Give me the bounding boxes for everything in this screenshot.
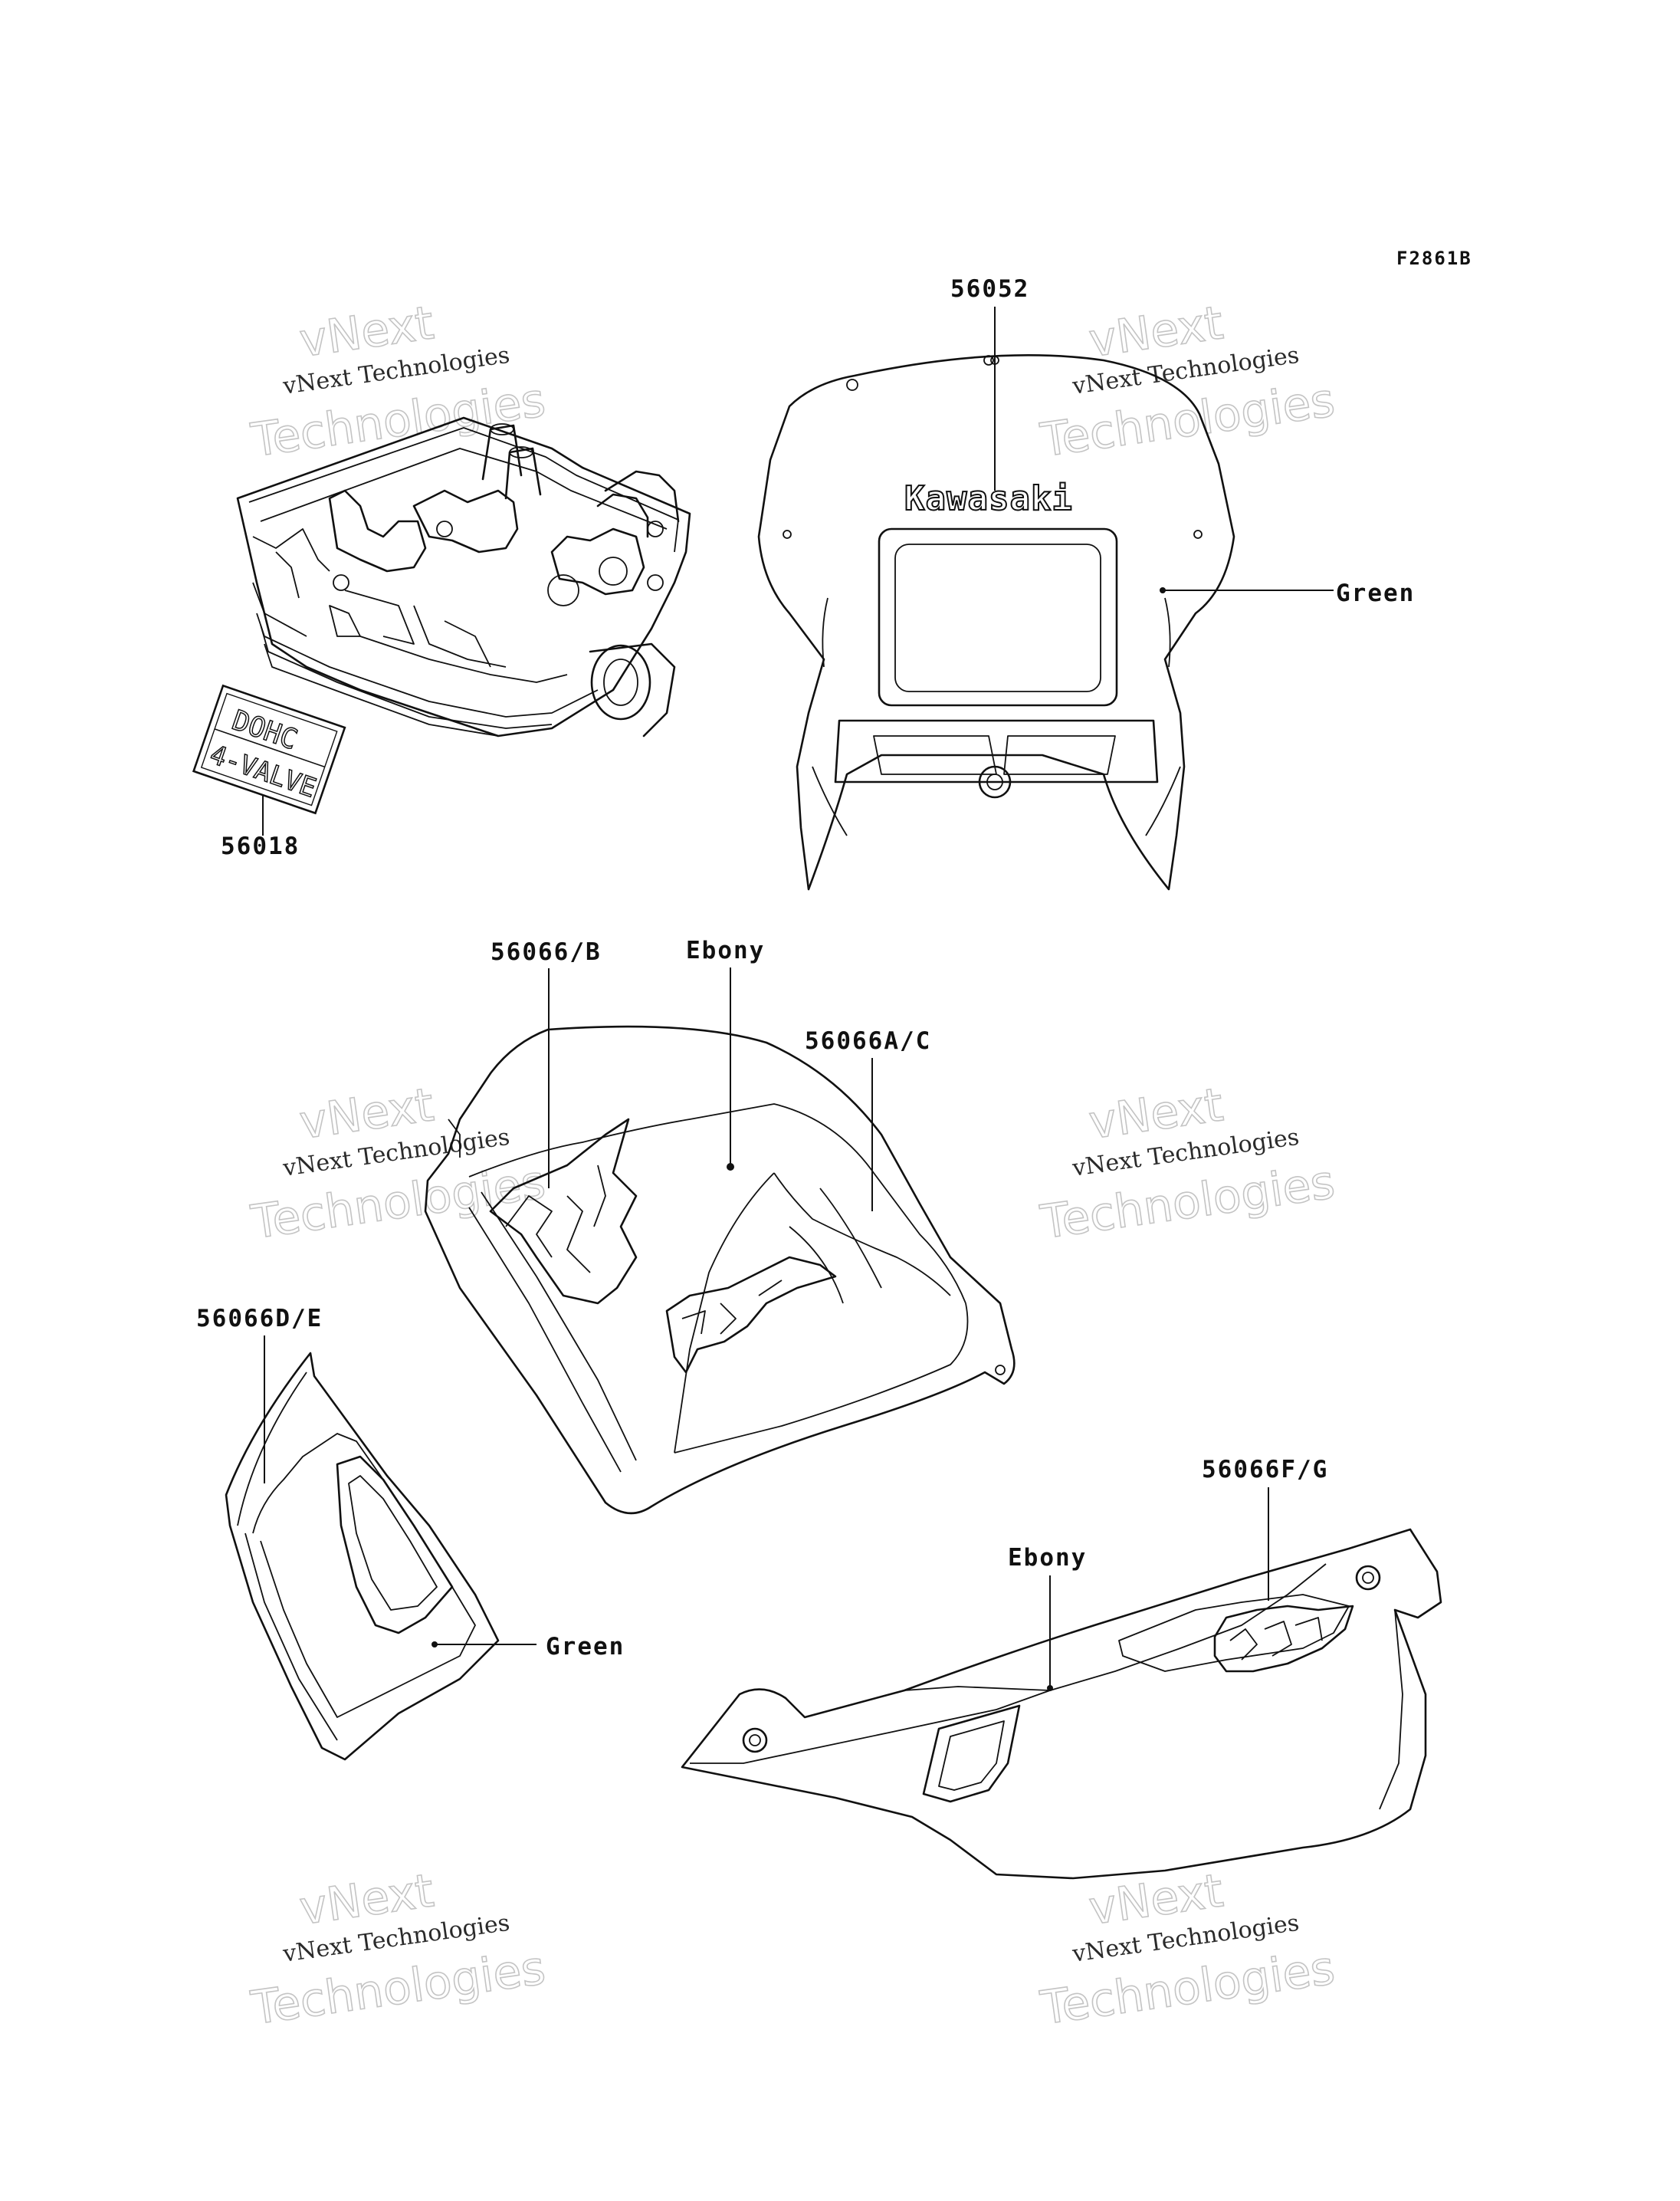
leader-ebony-side-dot bbox=[1047, 1685, 1053, 1691]
color-green-shroud: Green bbox=[546, 1633, 625, 1661]
side-cover-mount bbox=[742, 1727, 768, 1753]
headlight-lens bbox=[894, 544, 1101, 692]
mount-hole bbox=[983, 355, 994, 366]
color-ebony-tank: Ebony bbox=[686, 937, 765, 964]
side-cover-illustration bbox=[681, 1528, 1442, 1880]
radiator-shroud-illustration bbox=[225, 1352, 500, 1761]
leader-green-shroud-dot bbox=[431, 1641, 438, 1647]
headlight-frame bbox=[878, 527, 1118, 707]
part-number-56066a-c: 56066A/C bbox=[805, 1027, 931, 1055]
cylinder-head-illustration bbox=[236, 416, 691, 737]
part-number-56066-b: 56066/B bbox=[491, 938, 602, 966]
part-number-56018: 56018 bbox=[221, 833, 300, 860]
watermark-top-left: vNext vNext Technologies Technologies bbox=[247, 296, 549, 468]
watermark-bottom-left: vNext vNext Technologies Technologies bbox=[247, 1864, 549, 2036]
mount-hole bbox=[846, 379, 858, 391]
mount-hole bbox=[783, 530, 792, 539]
mount-hole bbox=[1193, 530, 1203, 539]
side-cover-mount bbox=[1355, 1565, 1381, 1591]
dohc-4-valve-decal: DOHC 4-VALVE bbox=[192, 684, 346, 815]
watermark-top-right: vNext vNext Technologies Technologies bbox=[1036, 296, 1338, 468]
decal-border bbox=[192, 684, 346, 815]
decal-divider bbox=[214, 728, 326, 768]
color-green-cowling: Green bbox=[1336, 580, 1415, 607]
center-bolt bbox=[978, 765, 1012, 799]
kawasaki-emblem: Kawasaki bbox=[904, 479, 1073, 518]
part-number-56066d-e: 56066D/E bbox=[196, 1305, 323, 1332]
leader-ebony-tank-dot bbox=[727, 1163, 734, 1171]
leader-56052-dot bbox=[990, 356, 999, 365]
figure-code: F2861B bbox=[1396, 248, 1472, 269]
leader-green-cowling-dot bbox=[1160, 587, 1166, 593]
headlight-cowling-illustration bbox=[757, 354, 1235, 891]
color-ebony-side: Ebony bbox=[1008, 1544, 1087, 1572]
watermark-mid-right: vNext vNext Technologies Technologies bbox=[1036, 1078, 1338, 1250]
fuel-tank-illustration bbox=[424, 1025, 1016, 1515]
decal-inner-border bbox=[200, 692, 338, 806]
part-number-56066f-g: 56066F/G bbox=[1202, 1456, 1328, 1483]
part-number-56052: 56052 bbox=[950, 275, 1029, 303]
